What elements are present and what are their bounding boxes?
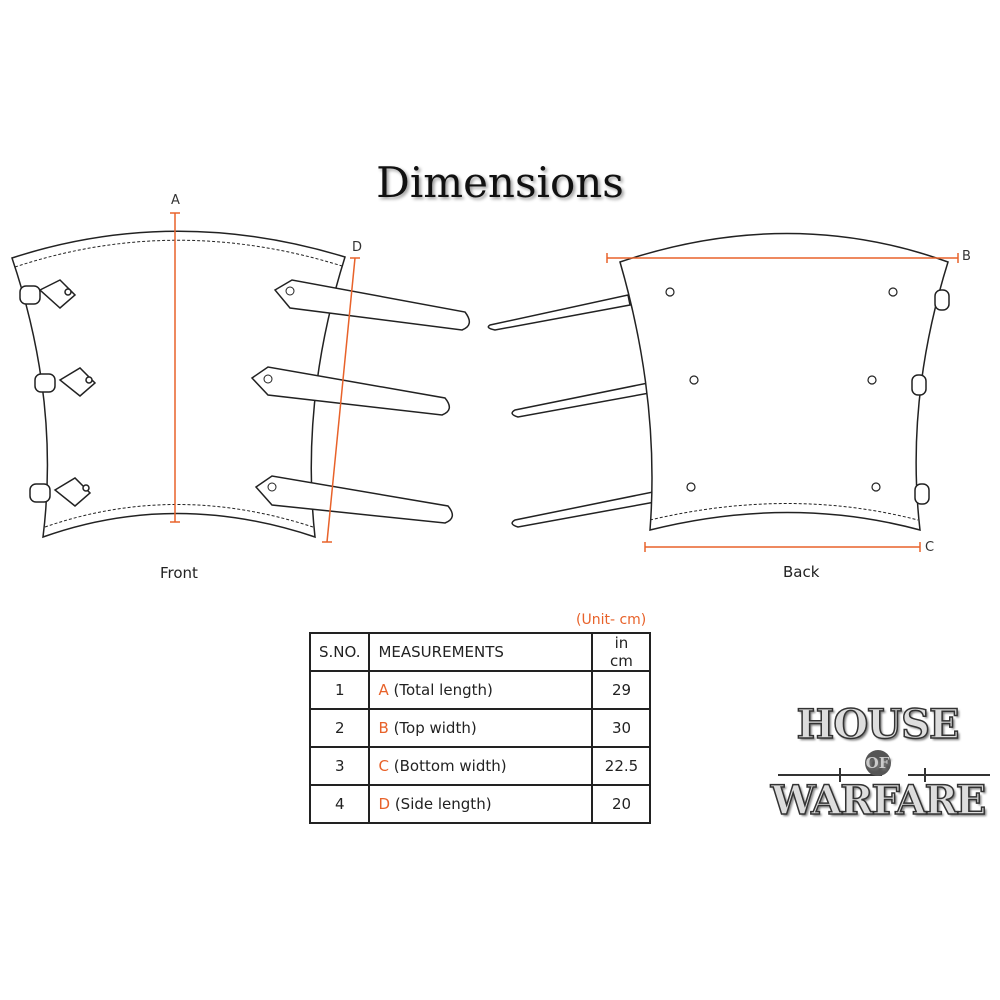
label-d: D <box>352 240 363 255</box>
label-b: B <box>962 249 971 264</box>
cell-measurement: C (Bottom width) <box>368 746 594 786</box>
back-bracer <box>487 232 950 532</box>
cell-measurement: B (Top width) <box>368 708 594 748</box>
cell-letter: B <box>378 719 389 737</box>
cell-value: 30 <box>591 708 652 748</box>
cell-letter: A <box>378 681 389 699</box>
front-label: Front <box>160 564 198 582</box>
cell-sno: 3 <box>308 746 371 786</box>
cell-measurement: D (Side length) <box>368 784 594 824</box>
measurements-table: S.NO. MEASUREMENTS in cm 1 A (Total leng… <box>308 632 652 824</box>
cell-desc: (Top width) <box>393 719 477 737</box>
front-straps <box>250 279 471 524</box>
back-label: Back <box>783 563 820 581</box>
cell-desc: (Total length) <box>393 681 493 699</box>
logo-line-1: HOUSE <box>796 700 960 749</box>
table-row: 3 C (Bottom width) 22.5 <box>308 746 652 786</box>
cell-value: 29 <box>591 670 652 710</box>
cell-sno: 4 <box>308 784 371 824</box>
label-c: C <box>925 540 935 555</box>
brand-logo: HOUSE OF WARFARE <box>760 700 995 826</box>
dimension-lines <box>170 212 959 552</box>
cell-sno: 2 <box>308 708 371 748</box>
table-header: S.NO. MEASUREMENTS in cm <box>308 632 652 672</box>
logo-line-3: WARFARE <box>770 776 987 825</box>
cell-desc: (Side length) <box>394 795 492 813</box>
page-title: Dimensions <box>376 158 624 207</box>
cell-letter: D <box>378 795 391 813</box>
header-measurements: MEASUREMENTS <box>368 632 594 672</box>
cell-sno: 1 <box>308 670 371 710</box>
cell-desc: (Bottom width) <box>393 757 507 775</box>
table-row: 2 B (Top width) 30 <box>308 708 652 748</box>
unit-note: (Unit- cm) <box>576 612 647 628</box>
header-sno: S.NO. <box>308 632 371 672</box>
front-bracer <box>11 230 471 539</box>
label-a: A <box>171 193 180 208</box>
table-row: 1 A (Total length) 29 <box>308 670 652 710</box>
dimension-line-d <box>326 257 356 543</box>
cell-value: 20 <box>591 784 652 824</box>
cell-value: 22.5 <box>591 746 652 786</box>
cell-measurement: A (Total length) <box>368 670 594 710</box>
table-row: 4 D (Side length) 20 <box>308 784 652 824</box>
front-buckles <box>19 279 97 507</box>
logo-line-2: OF <box>864 750 891 776</box>
header-unit: in cm <box>591 632 652 672</box>
sword-icon <box>778 768 990 782</box>
cell-letter: C <box>378 757 389 775</box>
